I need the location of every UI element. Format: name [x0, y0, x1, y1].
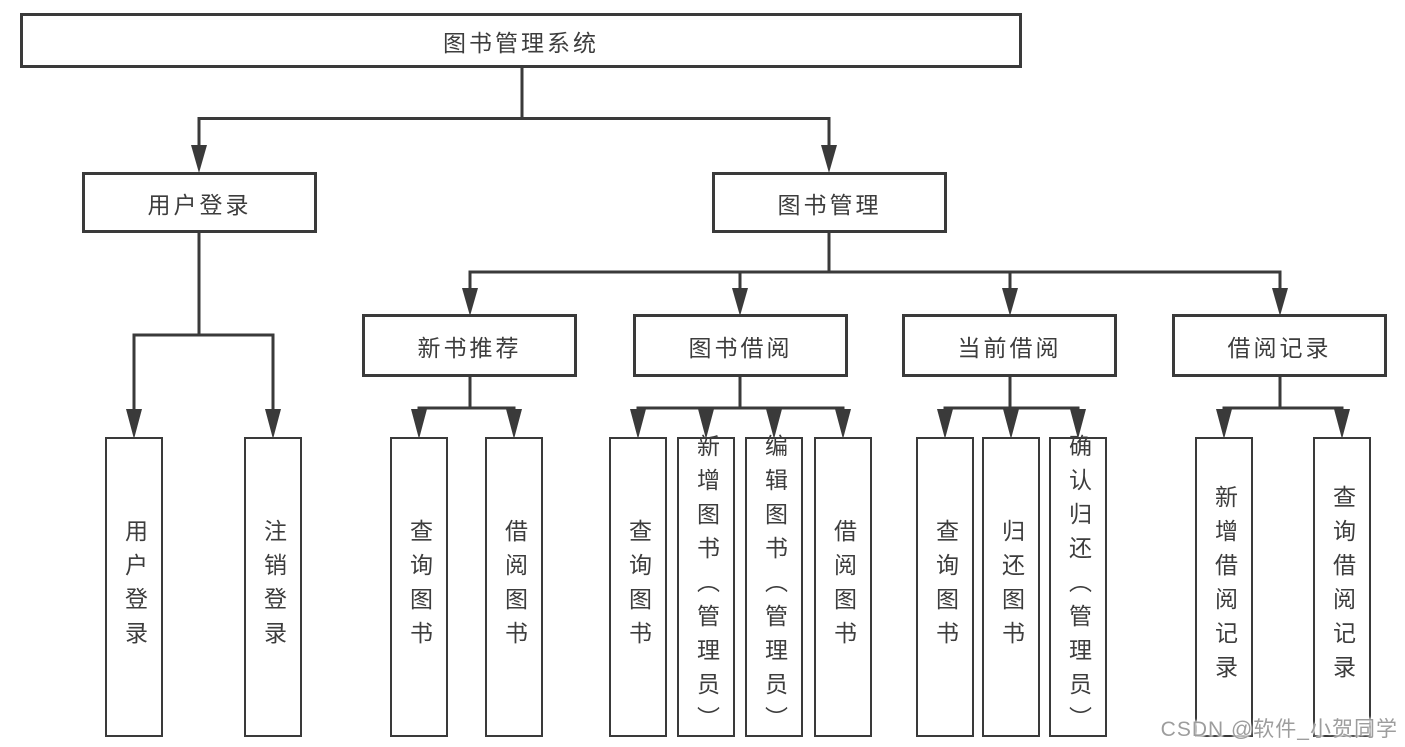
- node-user-login: 用户登录: [82, 172, 317, 233]
- arrow-down-icon: [265, 409, 281, 439]
- leaf-add-book-admin: 新增图书（管理员）: [677, 434, 735, 740]
- arrow-down-icon: [411, 409, 427, 439]
- node-book-management: 图书管理: [712, 172, 947, 233]
- arrow-down-icon: [506, 409, 522, 439]
- node-library-system: 图书管理系统: [20, 13, 1022, 68]
- arrow-down-icon: [191, 145, 207, 173]
- node-current-borrowing: 当前借阅: [902, 314, 1117, 377]
- leaf-user-login: 用户登录: [105, 437, 163, 737]
- leaf-borrow-books: 借阅图书: [814, 437, 872, 737]
- leaf-add-borrow-record: 新增借阅记录: [1195, 437, 1253, 737]
- arrow-down-icon: [821, 145, 837, 173]
- leaf-logout: 注销登录: [244, 437, 302, 737]
- arrow-down-icon: [732, 288, 748, 316]
- arrow-down-icon: [1272, 288, 1288, 316]
- leaf-query-books-current: 查询图书: [916, 437, 974, 737]
- arrow-down-icon: [1003, 409, 1019, 439]
- leaf-query-borrow-record: 查询借阅记录: [1313, 437, 1371, 737]
- leaf-edit-book-admin: 编辑图书（管理员）: [745, 434, 803, 740]
- arrow-down-icon: [126, 409, 142, 439]
- arrow-down-icon: [766, 409, 782, 439]
- leaf-query-books-recommend: 查询图书: [390, 437, 448, 737]
- arrow-down-icon: [630, 409, 646, 439]
- leaf-borrow-books-recommend: 借阅图书: [485, 437, 543, 737]
- arrow-down-icon: [937, 409, 953, 439]
- arrow-down-icon: [698, 409, 714, 439]
- arrow-down-icon: [462, 288, 478, 316]
- arrow-down-icon: [1002, 288, 1018, 316]
- leaf-return-books: 归还图书: [982, 437, 1040, 737]
- node-book-borrowing: 图书借阅: [633, 314, 848, 377]
- arrow-down-icon: [1334, 409, 1350, 439]
- leaf-confirm-return-admin: 确认归还（管理员）: [1049, 434, 1107, 740]
- node-borrowing-records: 借阅记录: [1172, 314, 1387, 377]
- arrow-down-icon: [1070, 409, 1086, 439]
- arrow-down-icon: [1216, 409, 1232, 439]
- watermark: CSDN @软件_小贺同学: [1160, 718, 1398, 741]
- node-new-book-recommend: 新书推荐: [362, 314, 577, 377]
- arrow-down-icon: [835, 409, 851, 439]
- leaf-query-books-borrow: 查询图书: [609, 437, 667, 737]
